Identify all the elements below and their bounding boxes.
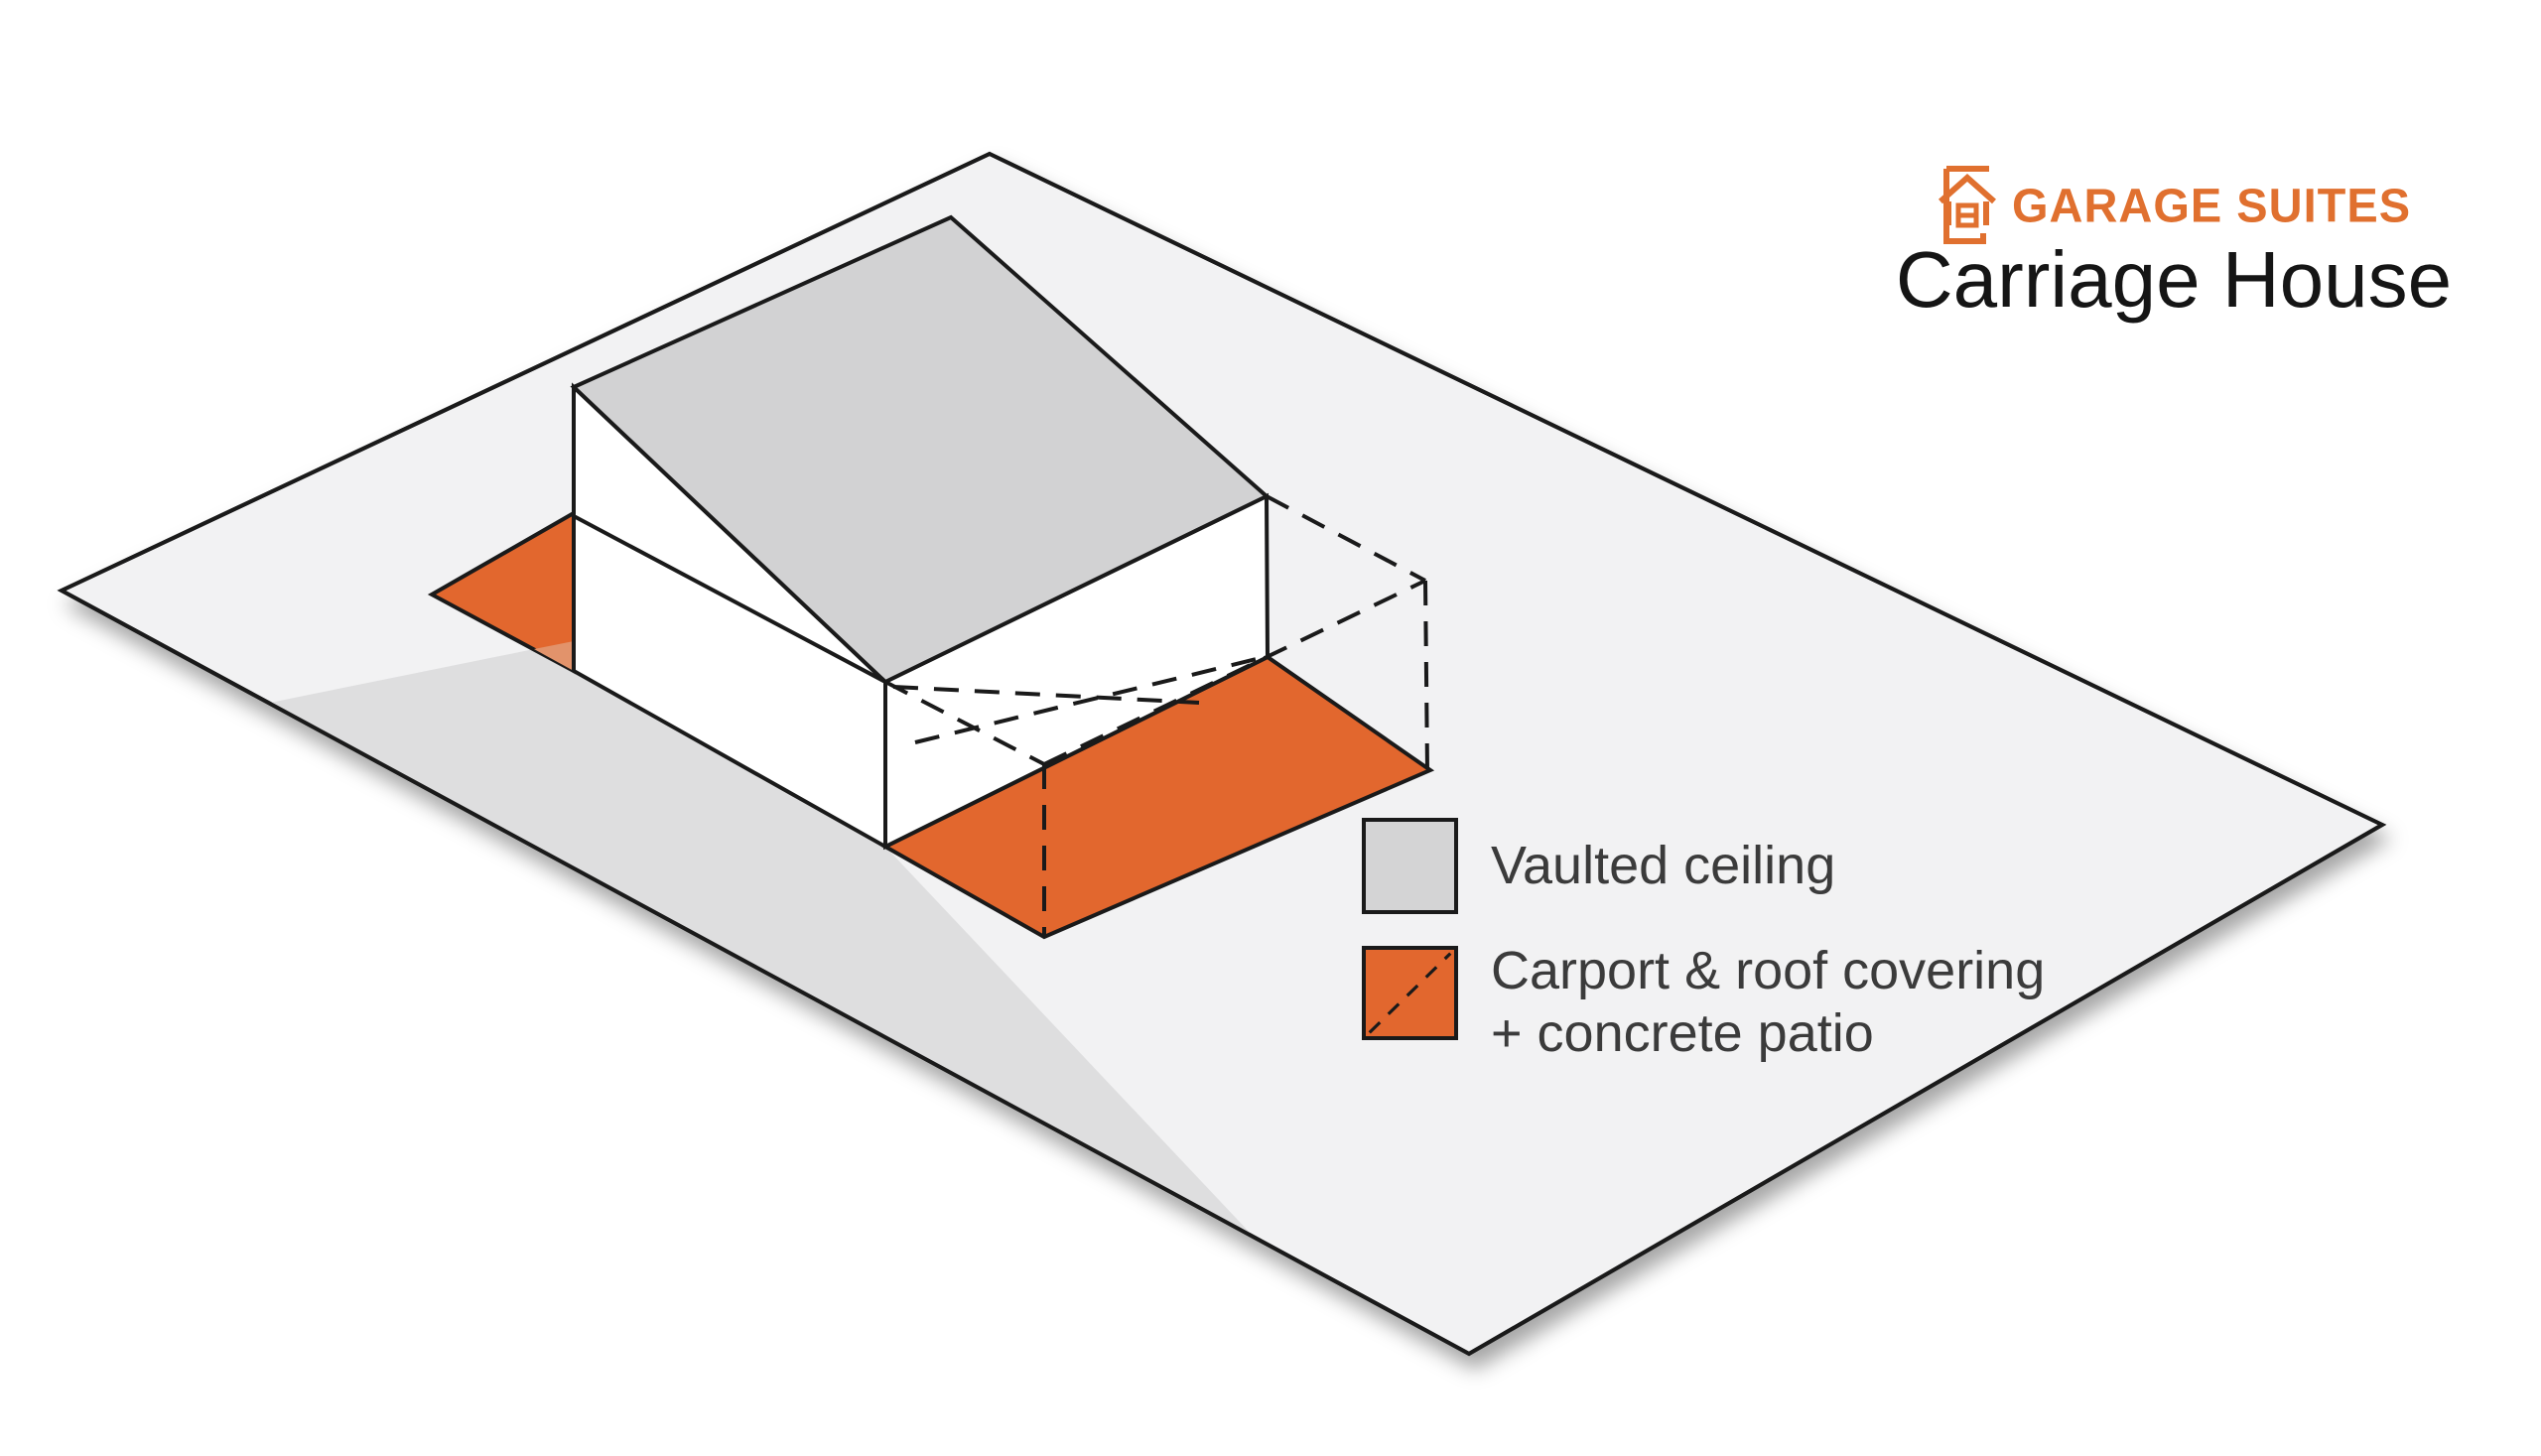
legend-item-vaulted-ceiling: Vaulted ceiling xyxy=(1362,818,2176,914)
house-cast-shadow xyxy=(270,649,1253,1236)
brand-logo: GARAGE SUITES xyxy=(1876,157,2472,252)
carport-label-line2: + concrete patio xyxy=(1491,1003,1874,1063)
carport-swatch xyxy=(1362,946,1458,1040)
carport-slab-left-shaded xyxy=(534,641,574,671)
garage-suites-house-icon xyxy=(1938,166,1996,244)
vaulted-ceiling-swatch xyxy=(1362,818,1458,914)
carport-label: Carport & roof covering + concrete patio xyxy=(1458,940,2045,1065)
legend: Vaulted ceiling Carport & roof covering … xyxy=(1362,818,2176,1097)
legend-item-carport: Carport & roof covering + concrete patio xyxy=(1362,941,2176,1065)
carport-roof-dashed-outline xyxy=(884,494,1429,937)
carport-label-line1: Carport & roof covering xyxy=(1491,941,2046,1000)
ground-plane-border xyxy=(57,151,2387,1357)
gable-eave-line xyxy=(573,514,886,684)
brand-logo-text: GARAGE SUITES xyxy=(2011,177,2412,232)
carport-swatch-dashed-line xyxy=(1368,952,1452,1034)
vaulted-ceiling-label: Vaulted ceiling xyxy=(1491,836,1836,895)
page-title: Carriage House xyxy=(1895,235,2453,324)
